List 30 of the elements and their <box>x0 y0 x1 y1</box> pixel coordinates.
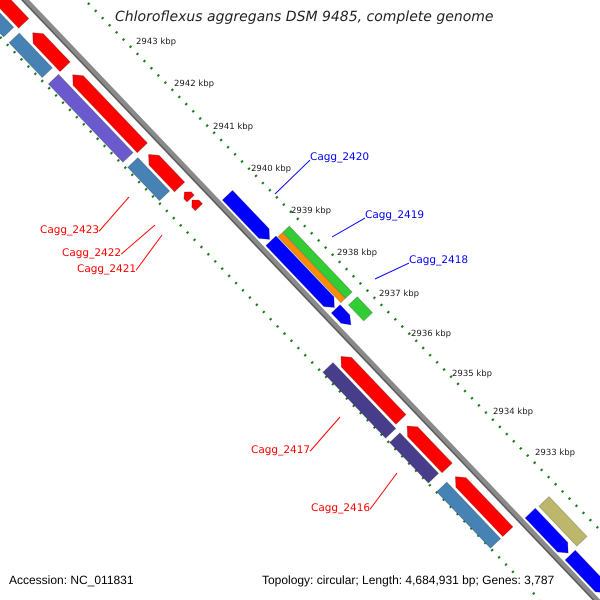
leader-line <box>274 160 310 194</box>
footer-text: Accession: NC_011831 <box>9 574 134 588</box>
scale-label: 2940 kbp <box>251 165 292 175</box>
scale-label: 2933 kbp <box>535 449 576 459</box>
scale-label: 2936 kbp <box>411 330 452 340</box>
gene-label: Cagg_2417 <box>251 444 310 456</box>
scale-label: 2942 kbp <box>174 80 214 90</box>
leader-line <box>370 472 398 510</box>
gene-label: Cagg_2422 <box>62 247 122 260</box>
scale-label: 2935 kbp <box>452 370 492 380</box>
scale-label: 2934 kbp <box>493 408 534 418</box>
gene-label: Cagg_2421 <box>77 263 136 276</box>
gene-label: Cagg_2423 <box>40 224 100 236</box>
leader-line <box>136 234 162 271</box>
scale-label: 2939 kbp <box>291 207 332 217</box>
scale-label: 2941 kbp <box>213 123 254 133</box>
footer-text: Topology: circular; Length: 4,684,931 bp; Genes: 3,787 <box>262 574 554 588</box>
gene-label: Cagg_2420 <box>310 151 370 164</box>
scale-label: 2943 kbp <box>136 38 176 48</box>
leader-line <box>374 262 410 280</box>
leader-line <box>120 224 156 255</box>
scale-label: 2938 kbp <box>337 249 378 259</box>
scale-label: 2937 kbp <box>379 290 420 300</box>
gene-label: Cagg_2418 <box>409 254 468 266</box>
leader-line <box>332 218 366 238</box>
gene-label: Cagg_2419 <box>365 209 424 222</box>
leader-line <box>98 196 130 232</box>
leader-line <box>310 416 340 452</box>
title: Chloroflexus aggregans DSM 9485, complete genome <box>115 9 494 26</box>
gene-label: Cagg_2416 <box>311 502 370 514</box>
